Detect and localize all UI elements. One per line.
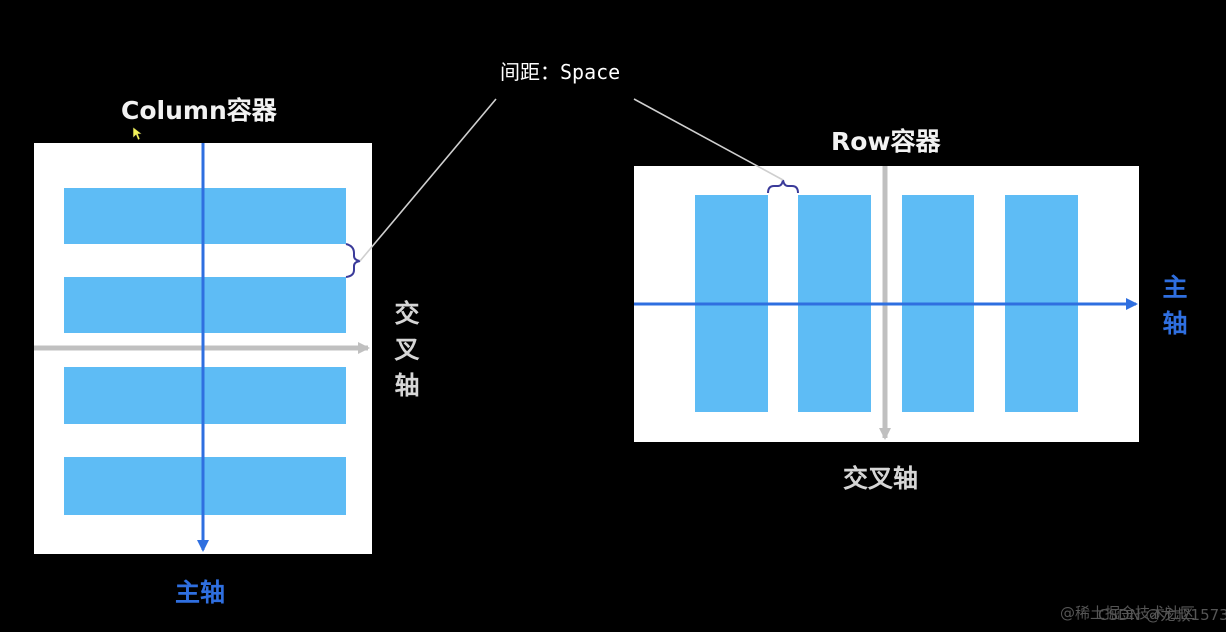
row-main-axis-label: 主轴 bbox=[1162, 273, 1188, 338]
spacing-connector-right bbox=[633, 98, 784, 181]
column-container-title: Column容器 bbox=[121, 96, 277, 125]
mouse-cursor-icon bbox=[132, 126, 143, 141]
column-main-axis-label: 主轴 bbox=[175, 578, 226, 607]
row-cross-axis-label: 交叉轴 bbox=[843, 464, 919, 493]
row-container-title: Row容器 bbox=[831, 127, 941, 156]
column-item-3 bbox=[64, 367, 346, 424]
column-item-1 bbox=[64, 188, 346, 244]
column-spacing-brace bbox=[345, 243, 361, 278]
spacing-connector-left bbox=[359, 98, 497, 262]
row-spacing-brace bbox=[767, 179, 799, 194]
watermark-back: @稀土掘金技术社区 bbox=[1060, 604, 1196, 622]
column-item-2 bbox=[64, 277, 346, 333]
watermark-front: CSDN @龙叔1573 bbox=[1098, 606, 1226, 624]
column-item-4 bbox=[64, 457, 346, 515]
column-cross-axis-label: 交叉轴 bbox=[394, 299, 420, 400]
spacing-label: 间距：Space bbox=[500, 60, 621, 84]
